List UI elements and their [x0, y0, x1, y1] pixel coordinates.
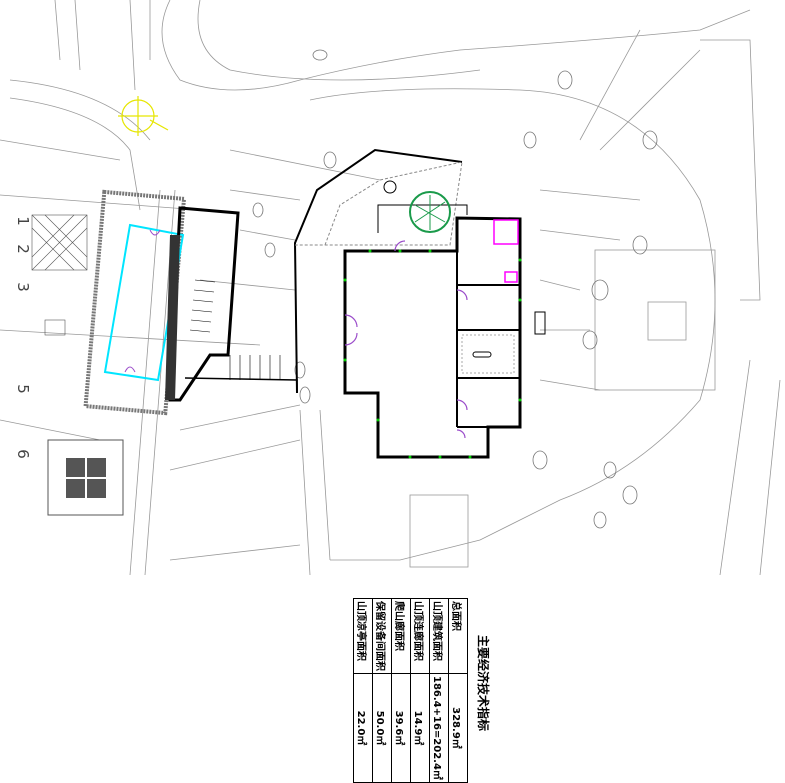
- row-label: 爬山廊面积: [391, 598, 411, 674]
- tree: [409, 191, 451, 233]
- row-label: 山顶建筑面积: [429, 598, 449, 674]
- glass-pavilion: [103, 223, 185, 382]
- row-value: 14.9㎡: [410, 673, 430, 783]
- background-linework: [0, 0, 781, 575]
- hatched-area: [31, 214, 88, 336]
- row-label: 山顶连廊面积: [410, 598, 430, 674]
- row-label: 总面积: [448, 598, 468, 674]
- column-markers: [343, 249, 522, 459]
- grid-label-5: 5: [13, 384, 32, 394]
- terrace: [293, 148, 468, 394]
- corridor: [83, 189, 298, 416]
- row-label: 保留设备间面积: [372, 598, 392, 674]
- row-value: 39.6㎡: [391, 673, 411, 783]
- row-label: 山顶凉亭面积: [353, 598, 373, 674]
- row-value: 186.4+16=202.4㎡: [429, 673, 449, 783]
- building: [343, 216, 546, 459]
- pavilion: [47, 439, 124, 516]
- grid-label-1: 1: [13, 216, 32, 226]
- sun-symbol: [118, 96, 169, 136]
- grid-label-3: 3: [13, 282, 32, 292]
- grid-label-2: 2: [13, 244, 32, 254]
- grid-label-6: 6: [13, 449, 32, 459]
- table-title: 主要经济技术指标: [476, 634, 490, 731]
- boulders: [252, 49, 658, 529]
- site-plan-drawing: [0, 0, 781, 575]
- row-value: 50.0㎡: [372, 673, 392, 783]
- row-value: 22.0㎡: [353, 673, 373, 783]
- row-value: 328.9㎡: [448, 673, 468, 783]
